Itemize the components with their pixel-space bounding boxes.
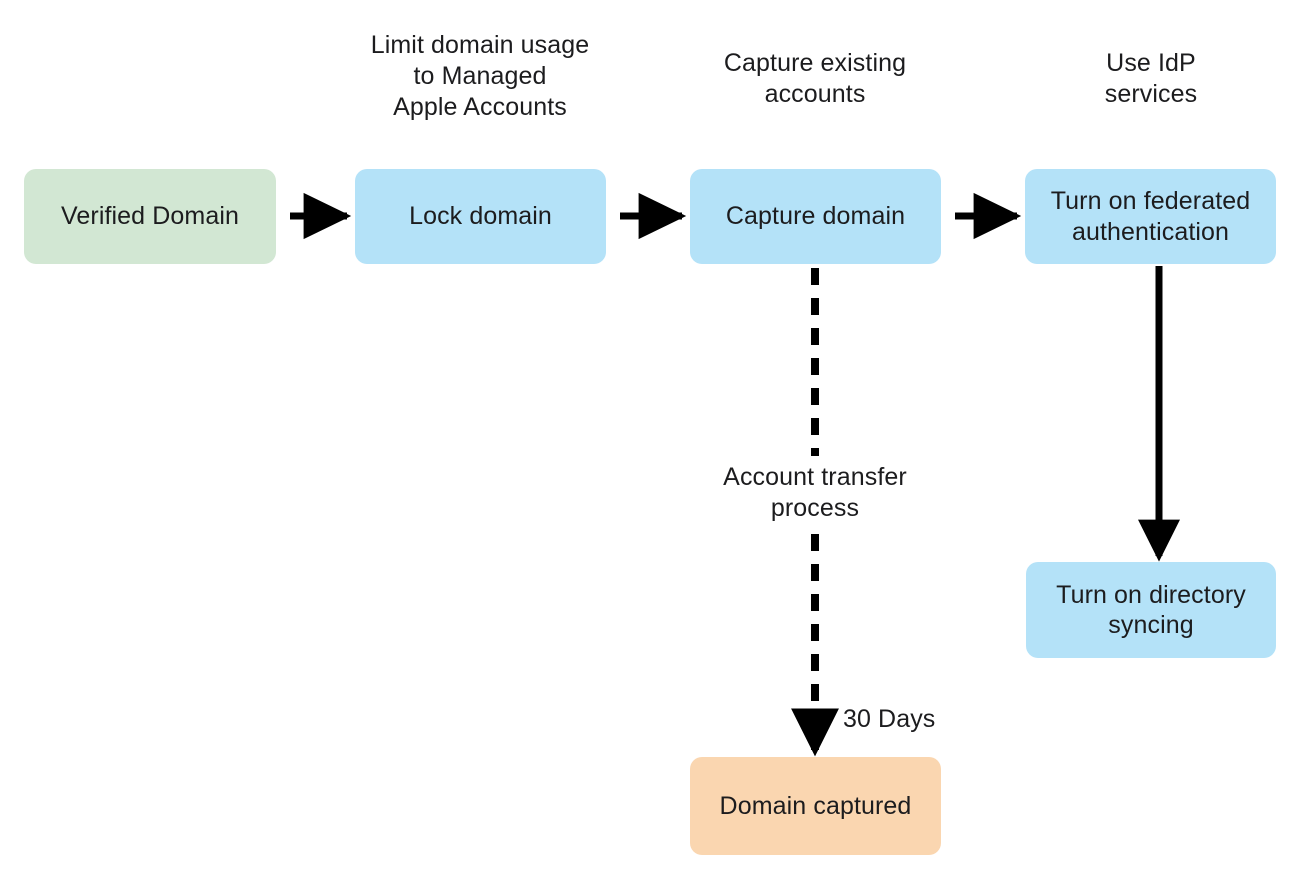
caption-lock-domain: Limit domain usage to Managed Apple Acco…	[370, 31, 590, 121]
node-lock-domain[interactable]: Lock domain	[355, 169, 606, 264]
caption-idp: Use IdP services	[1104, 49, 1198, 108]
node-domain-captured[interactable]: Domain captured	[690, 757, 941, 855]
caption-capture-domain: Capture existing accounts	[723, 49, 907, 108]
edge-label-30-days: 30 Days	[843, 705, 936, 733]
node-turn-on-directory-syncing[interactable]: Turn on directory syncing	[1026, 562, 1276, 658]
node-capture-domain[interactable]: Capture domain	[690, 169, 941, 264]
node-turn-on-federated-authentication[interactable]: Turn on federated authentication	[1025, 169, 1276, 264]
edge-label-account-transfer-process: Account transfer process	[723, 463, 907, 522]
node-verified-domain[interactable]: Verified Domain	[24, 169, 276, 264]
